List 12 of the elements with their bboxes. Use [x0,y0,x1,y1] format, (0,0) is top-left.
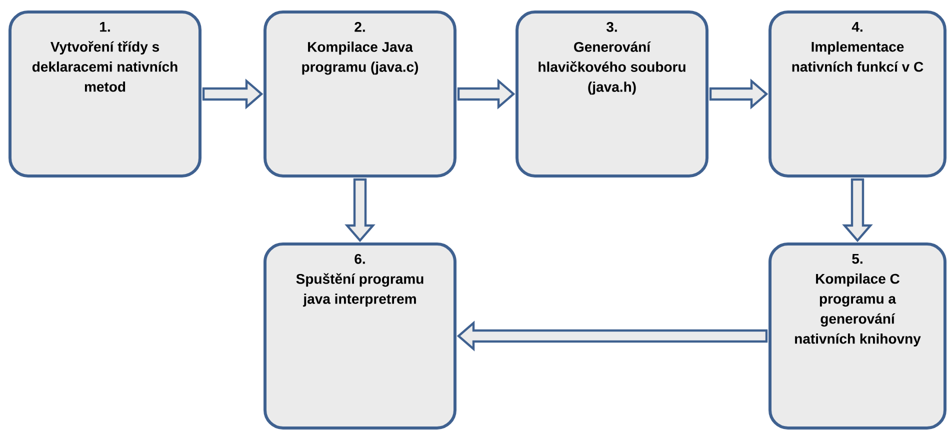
block-arrow [709,78,768,110]
block-arrow [202,78,264,110]
block-arrow [457,78,516,110]
step-box: 6. Spuštění programu java interpretrem [264,242,456,430]
step-box: 4. Implementace nativních funkcí v C [768,10,946,178]
step-box: 2. Kompilace Java programu (java.c) [264,10,456,178]
step-box: 3. Generování hlavičkového souboru (java.h) [516,10,708,178]
block-arrow [842,178,873,242]
block-arrow [344,178,376,242]
block-arrow [456,320,768,352]
step-box: 1. Vytvoření třídy s deklaracemi nativních metod [8,10,202,178]
step-box: 5. Kompilace C programu a generování nativních knihovny [768,242,946,430]
